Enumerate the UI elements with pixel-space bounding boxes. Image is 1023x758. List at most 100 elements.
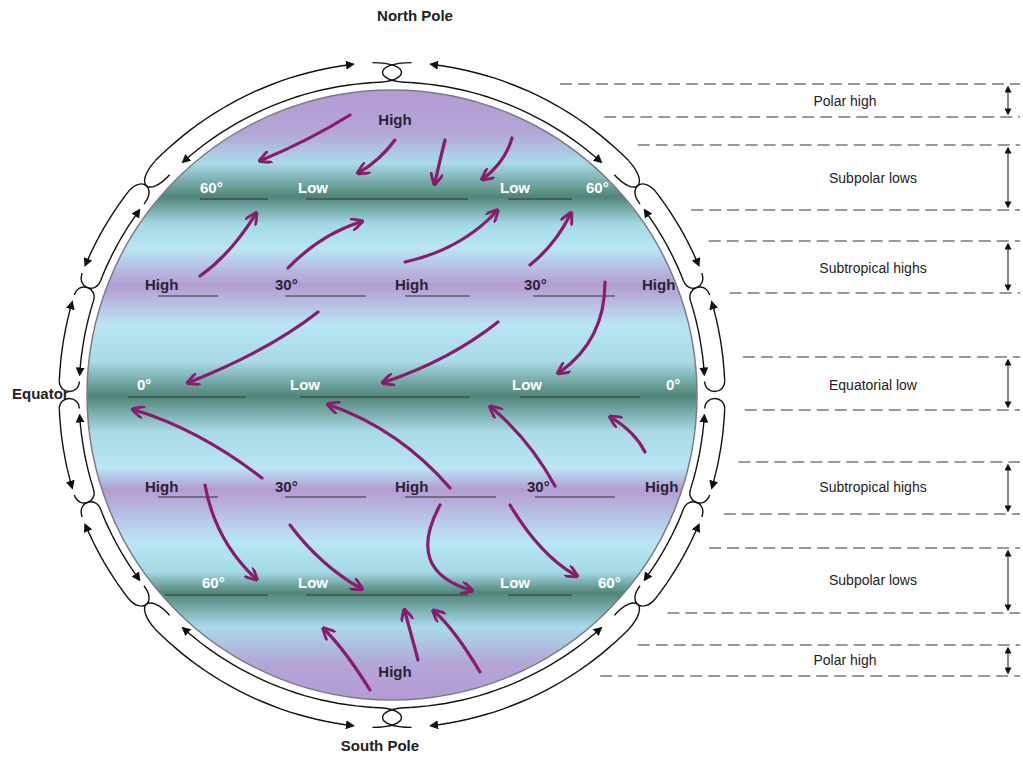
band-range-arrow <box>1008 360 1009 407</box>
cell-loop <box>683 273 703 288</box>
pressure-label: 60° <box>586 179 609 196</box>
cell-loop <box>81 273 101 288</box>
cell-flow-arrow <box>155 64 353 160</box>
wind-arrow <box>288 222 360 268</box>
cell-loop <box>614 161 639 187</box>
wind-arrow <box>435 140 445 182</box>
cell-flow-arrow <box>656 192 699 266</box>
cell-flow-arrow <box>85 192 128 266</box>
wind-arrow <box>428 505 470 590</box>
wind-arrow <box>530 215 570 265</box>
band-boundary <box>600 676 1020 677</box>
cell-loop <box>74 287 94 301</box>
cell-flow-arrow <box>183 83 374 163</box>
wind-arrow <box>262 115 350 160</box>
wind-arrow <box>205 485 255 578</box>
wind-arrow <box>510 505 575 575</box>
pressure-label: High <box>395 276 428 293</box>
band-range-arrow <box>1008 465 1009 511</box>
pressure-label: High <box>145 478 178 495</box>
cell-loop <box>145 603 170 629</box>
cell-flow-arrow <box>656 525 699 599</box>
belt-name: Polar high <box>814 652 877 668</box>
pressure-label: High <box>642 276 675 293</box>
pressure-label: Low <box>298 179 328 196</box>
pressure-label: Low <box>290 376 320 393</box>
cell-flow-arrow <box>712 302 725 380</box>
cell-loop <box>81 502 101 517</box>
cell-loop <box>74 489 94 503</box>
band-boundary <box>560 84 1020 85</box>
cell-flow-arrow <box>645 510 684 580</box>
cell-loop <box>373 63 402 83</box>
wind-arrow <box>405 212 496 262</box>
latitude-line <box>405 295 470 296</box>
pressure-label: 60° <box>598 574 621 591</box>
band-boundary <box>745 410 1020 411</box>
wind-arrow <box>360 140 395 172</box>
band-boundary <box>730 293 1020 294</box>
wind-arrow <box>325 630 370 690</box>
pressure-label: High <box>645 478 678 495</box>
band-range-arrow <box>1008 87 1009 114</box>
cell-loop <box>383 708 412 728</box>
cell-loop <box>145 161 170 187</box>
band-boundary <box>604 117 1020 118</box>
cell-loop <box>635 586 656 606</box>
belt-name: Subpolar lows <box>829 170 917 186</box>
latitude-line <box>520 396 640 397</box>
latitude-line <box>508 198 572 199</box>
pressure-label: Low <box>298 574 328 591</box>
pressure-label: High <box>395 478 428 495</box>
pole-label: North Pole <box>377 7 453 24</box>
cell-flow-arrow <box>59 410 72 488</box>
band-boundary <box>738 462 1020 463</box>
pressure-label: Low <box>500 574 530 591</box>
cell-loop <box>690 287 710 301</box>
band-boundary <box>667 613 1020 614</box>
belt-name: Subpolar lows <box>829 572 917 588</box>
band-boundary <box>743 357 1020 358</box>
cell-flow-arrow <box>431 64 629 160</box>
band-boundary <box>638 145 1020 146</box>
cell-loop <box>683 502 703 517</box>
latitude-line <box>200 198 268 199</box>
wind-arrow <box>385 322 498 382</box>
cell-flow-arrow <box>410 628 601 708</box>
band-range-arrow <box>1008 244 1009 290</box>
belt-name: Polar high <box>814 93 877 109</box>
wind-arrow <box>330 405 450 488</box>
latitude-line <box>535 496 615 497</box>
cell-loop <box>614 603 639 629</box>
band-boundary <box>709 548 1020 549</box>
cell-flow-arrow <box>101 510 140 580</box>
pole-label: Equator <box>12 385 69 402</box>
wind-arrow <box>484 138 512 178</box>
pressure-label: Low <box>512 376 542 393</box>
cell-loop <box>128 184 149 204</box>
latitude-line <box>128 396 246 397</box>
cell-flow-arrow <box>645 210 684 280</box>
cell-loop <box>383 63 412 83</box>
band-boundary <box>724 514 1020 515</box>
pressure-label: High <box>145 276 178 293</box>
pressure-label: 30° <box>275 276 298 293</box>
pressure-label: 60° <box>202 574 225 591</box>
wind-arrow <box>200 215 255 276</box>
wind-arrow <box>560 282 605 372</box>
cell-loop <box>373 708 402 728</box>
cell-flow-arrow <box>691 415 705 489</box>
latitude-line <box>306 198 468 199</box>
band-range-arrow <box>1008 551 1009 610</box>
latitude-line <box>165 594 268 595</box>
band-boundary <box>691 210 1020 211</box>
band-boundary <box>638 645 1020 646</box>
pressure-label: 30° <box>524 276 547 293</box>
wind-arrow <box>435 612 480 672</box>
latitude-line <box>158 295 218 296</box>
cell-flow-arrow <box>155 629 353 725</box>
wind-arrow <box>135 410 262 478</box>
cell-loop <box>128 586 149 606</box>
